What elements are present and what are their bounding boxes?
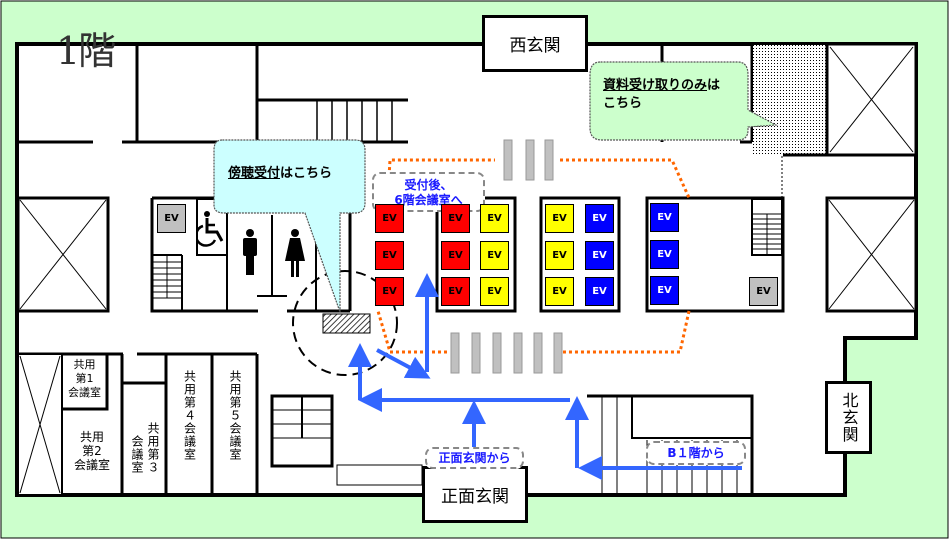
meeting-room-4[interactable]: 共用第４会議室 (167, 370, 212, 461)
elevator-gray: EV (157, 204, 186, 233)
west-stairs (152, 255, 182, 299)
meeting-room-1-line1: 共用 (73, 358, 96, 371)
after-reception-line1: 受付後、 (404, 178, 453, 192)
documents-only-callout (589, 61, 779, 141)
hearing-reception-callout (213, 139, 366, 313)
documents-only-underlined: 資料受け取りのみ (603, 78, 708, 93)
hearing-reception-rest: はこちら (280, 166, 333, 181)
meeting-room-2-line2: 第2 (82, 444, 102, 458)
elevator-red: EV (375, 241, 404, 270)
elevator-blue: EV (585, 277, 614, 306)
north-entrance-label: 北玄関 (839, 392, 859, 443)
reception-desk (322, 313, 371, 334)
hearing-reception-text: 傍聴受付はこちら (228, 165, 332, 183)
elevator-blue: EV (650, 276, 679, 305)
from-b1-label: B１階から (667, 446, 725, 460)
hearing-reception-underlined: 傍聴受付 (228, 166, 281, 181)
elevator-yellow: EV (545, 241, 574, 270)
restroom-block-wall (150, 198, 258, 313)
top-stairs (316, 100, 393, 142)
elevator-yellow: EV (480, 277, 509, 306)
meeting-room-1-line2: 第1 (75, 372, 94, 385)
front-entrance-label: 正面玄関 (441, 487, 509, 507)
meeting-room-2-line1: 共用 (79, 430, 104, 444)
after-reception-line2: 6階会議室へ (394, 193, 463, 207)
arrow-icon (348, 273, 742, 480)
elevator-red: EV (375, 277, 404, 306)
elevator-red: EV (441, 241, 470, 270)
female-restroom-icon (285, 229, 305, 277)
elevator-blue: EV (650, 203, 679, 232)
meeting-room-5-label: 共用第５会議室 (228, 370, 242, 461)
elevator-blue: EV (585, 241, 614, 270)
elevator-blue: EV (650, 240, 679, 269)
elevator-red: EV (441, 204, 470, 233)
documents-only-rest: は (707, 78, 721, 93)
wheelchair-icon (197, 211, 224, 247)
west-entrance[interactable]: 西玄関 (482, 15, 588, 72)
elevator-red: EV (441, 277, 470, 306)
meeting-room-5[interactable]: 共用第５会議室 (213, 370, 257, 461)
male-restroom-icon (243, 229, 257, 275)
document-pickup-area (753, 45, 827, 155)
meeting-room-1-line3: 会議室 (68, 386, 101, 399)
documents-only-line2: こちら (603, 96, 643, 111)
north-entrance[interactable]: 北玄関 (825, 381, 872, 454)
from-b1-tag: B１階から (646, 441, 746, 465)
meeting-room-4-label: 共用第４会議室 (182, 370, 197, 461)
void-cross (829, 46, 914, 153)
elevator-yellow: EV (545, 277, 574, 306)
west-entrance-label: 西玄関 (509, 36, 561, 56)
meeting-room-3-col2: 会議室 (130, 434, 144, 474)
counter (336, 464, 423, 486)
elevator-yellow: EV (480, 241, 509, 270)
from-front-entrance-tag: 正面玄関から (425, 447, 524, 469)
east-stairs (753, 213, 782, 254)
elevator-red: EV (375, 204, 404, 233)
documents-only-text: 資料受け取りのみはこちら (603, 77, 720, 113)
elevator-yellow: EV (480, 204, 509, 233)
elevator-gray: EV (749, 277, 778, 306)
front-entrance[interactable]: 正面玄関 (422, 466, 528, 523)
meeting-room-2-line3: 会議室 (73, 458, 110, 472)
meeting-room-3-col1: 共用第３ (146, 422, 160, 474)
from-front-entrance-label: 正面玄関から (438, 451, 511, 465)
elevator-blue: EV (585, 204, 614, 233)
gate-icon (503, 139, 554, 181)
elevator-yellow: EV (545, 204, 574, 233)
reception-area-circle (292, 270, 398, 376)
floor-title: 1階 (56, 29, 116, 73)
gate-icon (450, 332, 563, 374)
